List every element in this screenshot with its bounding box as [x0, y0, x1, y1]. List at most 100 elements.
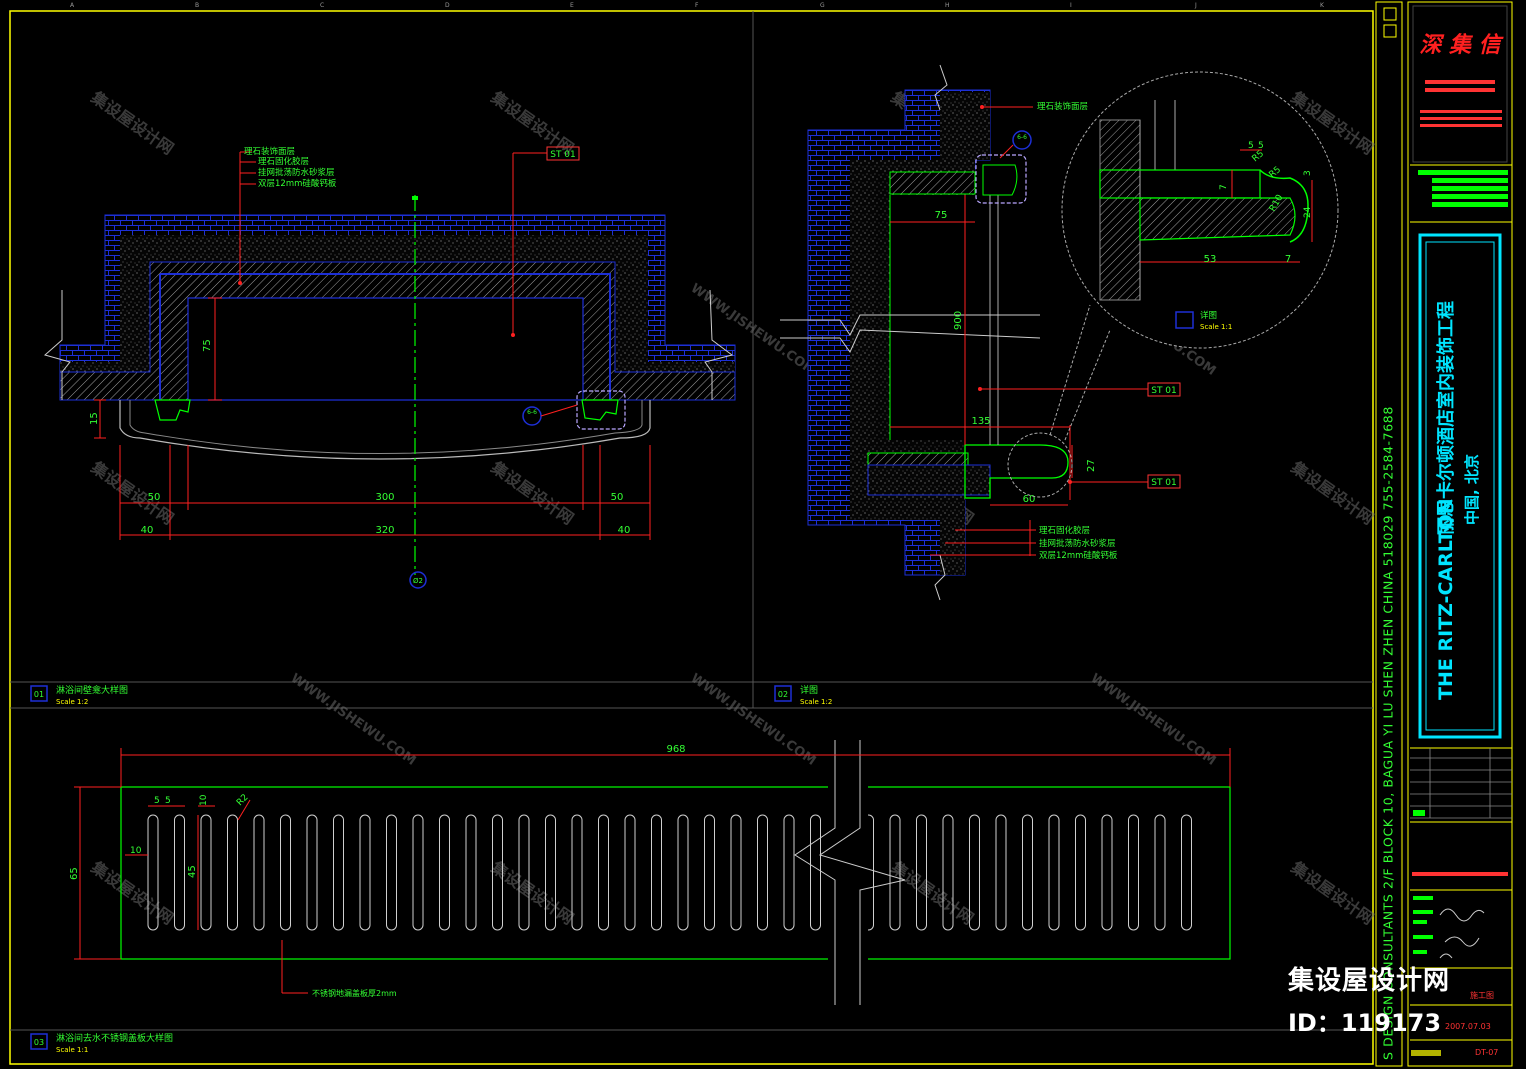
wall-bottom-layer-2: 挂网批荡防水砂浆层	[1039, 538, 1116, 549]
wall-material-tag-2: ST 01	[1151, 478, 1177, 488]
dim-wall-135: 135	[971, 416, 990, 427]
niche-material-tag: ST 01	[550, 150, 576, 160]
drain-slot	[253, 814, 265, 931]
drain-cover-plate	[120, 786, 1231, 960]
dim-drain-5b: 5	[165, 796, 171, 806]
dim-niche-40a: 40	[141, 525, 154, 536]
drain-slot	[783, 814, 795, 931]
wall-detail-marker: 6-6	[1017, 134, 1027, 141]
grid-letter: A	[70, 2, 75, 9]
drain-slot	[889, 814, 901, 931]
grid-letter: K	[1320, 2, 1325, 9]
drain-slot	[942, 814, 954, 931]
drain-slot	[651, 814, 662, 931]
drain-slot	[280, 814, 291, 931]
panel-niche-detail: Ø2 6-6 理石装饰面层 理石固化胶层 挂网批荡防水砂浆层 双层12mm硅酸钙…	[30, 146, 736, 706]
niche-cavity	[187, 297, 584, 401]
panel1-scale: Scale 1:2	[56, 698, 88, 706]
dim-niche-50b: 50	[611, 492, 624, 503]
dim-niche-50a: 50	[148, 492, 161, 503]
project-location: 中国, 北京	[1463, 454, 1481, 525]
drawing-date: 2007.07.03	[1445, 1022, 1491, 1031]
panel2-scale: Scale 1:2	[800, 698, 832, 706]
niche-layer-2: 理石固化胶层	[258, 156, 309, 167]
grid-letter: E	[570, 2, 574, 9]
grid-letter: D	[445, 2, 450, 9]
drain-slot	[1154, 814, 1166, 931]
drain-slot	[757, 814, 768, 931]
grid-letter: J	[1194, 2, 1197, 9]
drain-slot	[1075, 814, 1086, 931]
drain-slot	[359, 814, 371, 931]
drain-slot	[174, 814, 185, 931]
drain-slot	[518, 814, 530, 931]
dim-niche-40b: 40	[618, 525, 631, 536]
drain-slot	[386, 814, 397, 931]
grid-letter: C	[320, 2, 324, 9]
panel-drain-cover: 968 5 5 10 R2 10 65 45 不锈钢地漏盖板厚2mm 03 淋浴…	[30, 740, 1231, 1054]
drain-slot	[704, 814, 715, 931]
detail-dim-7b: 7	[1285, 254, 1291, 265]
niche-layer-1: 理石装饰面层	[244, 146, 295, 157]
detail-dim-53: 53	[1204, 254, 1217, 265]
drain-slot	[465, 814, 477, 931]
firm-address-vertical: S DESIGN CONSULTANTS 2/F BLOCK 10, BAGUA…	[1381, 406, 1396, 1060]
panel2-title: 详图	[800, 684, 818, 696]
panel1-title: 淋浴间壁龛大样图	[56, 684, 128, 696]
grid-letter: G	[820, 2, 825, 9]
sheet-frame	[9, 1, 1403, 1067]
drain-slot	[624, 814, 636, 931]
niche-shelf-curve	[119, 400, 651, 460]
dim-drain-968: 968	[666, 744, 685, 755]
dim-drain-5a: 5	[154, 796, 160, 806]
drain-slot	[677, 814, 689, 931]
watermark-cn: 集设屋设计网	[87, 857, 177, 928]
grid-letter: I	[1070, 2, 1072, 9]
detail-dim-7a: 7	[1219, 184, 1229, 190]
dim-wall-75: 75	[935, 210, 948, 221]
firm-logo: 深 集 信	[1419, 32, 1504, 58]
drain-slot	[492, 814, 503, 931]
drain-slot	[200, 814, 212, 931]
watermark-cn: 集设屋设计网	[487, 87, 577, 158]
drain-slot	[969, 814, 980, 931]
panel2-number: 02	[778, 690, 788, 699]
drain-note: 不锈钢地漏盖板厚2mm	[312, 988, 397, 998]
drain-slot	[227, 814, 238, 931]
drain-slot	[916, 814, 927, 931]
dim-niche-75: 75	[202, 339, 213, 352]
drain-slot	[439, 814, 450, 931]
watermark-cn: 集设屋设计网	[487, 457, 577, 528]
dim-drain-10b: 10	[130, 846, 142, 856]
drain-slots	[147, 814, 1192, 931]
detail-dim-5a: 5	[1248, 141, 1254, 151]
drain-slot	[1048, 814, 1060, 931]
panel1-number: 01	[34, 690, 44, 699]
dim-wall-27: 27	[1086, 459, 1097, 472]
section-marker-label: Ø2	[413, 577, 423, 585]
niche-layer-4: 双层12mm硅酸钙板	[258, 178, 337, 189]
watermark-brand: 集设屋设计网 ID：119173	[1288, 960, 1450, 1038]
drain-slot	[1022, 814, 1033, 931]
dim-drain-10a: 10	[199, 794, 209, 806]
wall-bottom-layer-3: 双层12mm硅酸钙板	[1039, 550, 1118, 561]
drain-slot	[730, 814, 742, 931]
panel-wall-detail: 6-6 理石装饰面层 ST 01 ST 01 理石固化胶层 挂网批荡防水砂浆层 …	[774, 64, 1339, 706]
dim-drain-45: 45	[187, 865, 198, 878]
drain-slot	[571, 814, 583, 931]
wall-top-layer: 理石装饰面层	[1037, 101, 1088, 112]
niche-layer-3: 挂网批荡防水砂浆层	[258, 167, 335, 178]
drain-slot	[333, 814, 344, 931]
watermark-cn: 集设屋设计网	[87, 457, 177, 528]
wall-bottom-layer-1: 理石固化胶层	[1039, 525, 1090, 536]
project-name-cn: 丽思卡尔顿酒店室内装饰工程	[1435, 301, 1457, 535]
dim-niche-300: 300	[375, 492, 394, 503]
drain-slot	[1101, 814, 1113, 931]
grid-letter: F	[695, 2, 699, 9]
drain-slot	[1181, 814, 1192, 931]
panel3-number: 03	[34, 1038, 44, 1047]
dim-wall-900: 900	[953, 311, 964, 330]
dim-wall-60: 60	[1023, 494, 1036, 505]
